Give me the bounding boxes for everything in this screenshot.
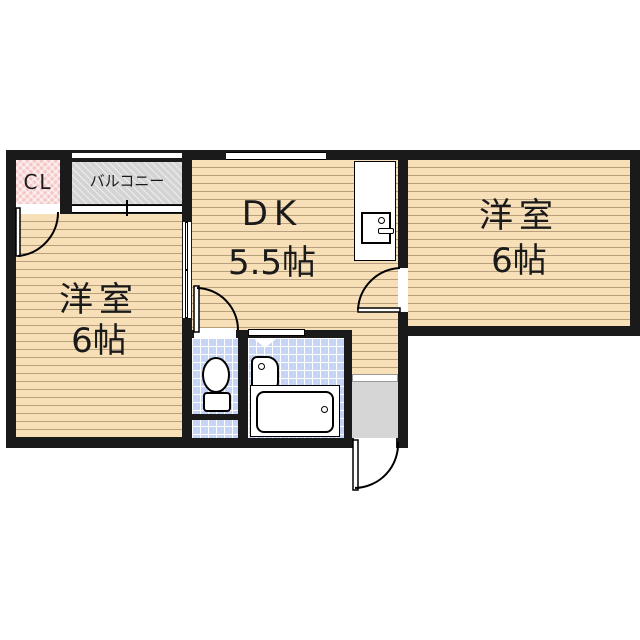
bathroom-vent-icon [253,338,277,348]
room-name: 洋室 [59,280,139,320]
bathtub-basin [256,391,334,433]
room-size: 6帖 [491,240,547,281]
closet-door-opening [16,204,60,214]
sliding-door-panel [185,270,188,318]
washbasin-drain [258,363,265,370]
toilet-inner-wall [192,414,238,420]
bathtub-drain [321,406,328,413]
kitchen-faucet-handle [378,228,394,234]
entrance-door-opening [354,438,396,448]
closet-door-swing-icon[interactable] [14,204,64,260]
room-size: 6帖 [71,320,127,361]
western-room-right-label: 洋室 6帖 [408,196,630,282]
bathroom-door[interactable] [248,329,305,336]
dk-hallway[interactable] [352,320,398,374]
closet[interactable] [16,160,60,204]
western-room-left-label: 洋室 6帖 [16,280,182,362]
entrance-step [352,374,398,382]
kitchen-faucet-icon [378,217,385,224]
toilet-door-swing-icon[interactable] [192,284,242,334]
closet-label: CL [23,170,53,194]
room-size: 5.5帖 [227,242,317,283]
right-room-door-opening [398,268,408,312]
sliding-door-panel [185,222,188,270]
balcony-railing [72,153,182,158]
western-room-left[interactable] [16,214,182,437]
room-name: 洋室 [479,196,559,236]
kitchen-counter [354,161,396,261]
right-room-door-swing-icon[interactable] [354,264,404,316]
dk-label: DK 5.5帖 [192,194,352,284]
balcony[interactable] [72,162,182,204]
room-name: DK [241,194,303,234]
balcony-label: バルコニー [89,172,165,190]
entrance-door-swing-icon[interactable] [350,438,400,494]
balcony-window-divider [126,200,128,216]
toilet-door-opening [194,328,236,338]
entrance[interactable] [352,382,398,438]
western-room-right[interactable] [408,160,630,326]
dk-window[interactable] [226,152,326,160]
toilet-icon[interactable] [199,355,235,413]
